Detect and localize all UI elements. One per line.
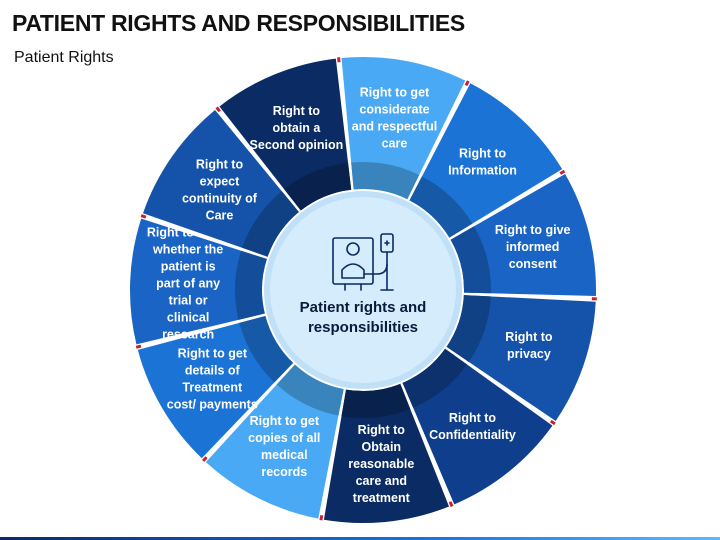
segment-inner-band xyxy=(409,176,473,238)
segment-inner-band xyxy=(450,226,491,294)
segment-inner-band xyxy=(446,295,491,362)
segment-separator xyxy=(559,169,566,175)
segment-separator xyxy=(135,344,142,349)
segment-separator xyxy=(319,514,324,521)
segment-inner-band xyxy=(351,162,420,200)
segment-separator xyxy=(337,57,341,63)
segment-inner-band xyxy=(239,315,294,383)
page-subtitle: Patient Rights xyxy=(14,49,114,66)
patient-iv-icon xyxy=(332,233,394,291)
segment-inner-band xyxy=(284,162,352,211)
segment-inner-band xyxy=(242,191,299,257)
center-hub xyxy=(270,197,456,383)
page-title: PATIENT RIGHTS AND RESPONSIBILITIES xyxy=(12,10,465,36)
segment-inner-band xyxy=(402,348,468,408)
segment-separator xyxy=(448,501,454,507)
segment-separator xyxy=(140,214,147,219)
segment-wedge xyxy=(323,383,450,523)
segment-separator xyxy=(215,106,221,113)
segment-wedge xyxy=(130,218,267,345)
bottom-accent-bar xyxy=(0,537,720,540)
segment-separator xyxy=(549,419,556,426)
segment-separator xyxy=(202,456,208,462)
segment-separator xyxy=(464,80,470,87)
segment-inner-band xyxy=(276,364,344,416)
segment-inner-band xyxy=(341,383,411,418)
segment-inner-band xyxy=(235,250,267,320)
